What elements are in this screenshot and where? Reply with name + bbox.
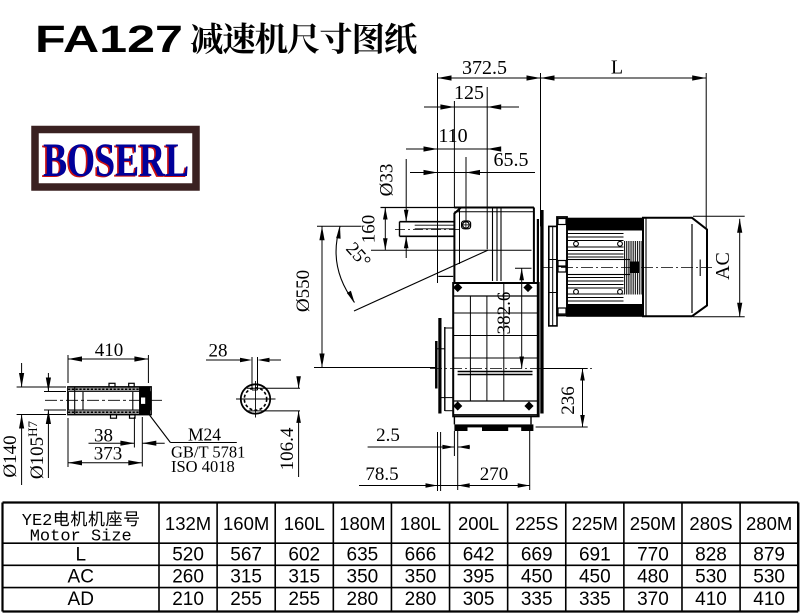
svg-text:Ø550: Ø550 [293, 270, 314, 312]
svg-text:65.5: 65.5 [494, 149, 529, 171]
svg-text:642: 642 [463, 545, 495, 566]
svg-text:530: 530 [695, 567, 727, 588]
svg-text:280: 280 [347, 589, 379, 610]
svg-text:L: L [75, 545, 86, 566]
svg-text:AD: AD [68, 589, 94, 610]
svg-text:315: 315 [288, 567, 320, 588]
svg-text:Ø140: Ø140 [0, 435, 21, 477]
svg-text:Motor Size: Motor Size [30, 528, 132, 547]
svg-text:280M: 280M [746, 513, 792, 534]
svg-text:180L: 180L [400, 513, 441, 534]
svg-text:AC: AC [68, 567, 94, 588]
svg-text:410: 410 [695, 589, 727, 610]
svg-text:370: 370 [637, 589, 669, 610]
svg-text:770: 770 [637, 545, 669, 566]
svg-text:38: 38 [94, 426, 113, 447]
svg-text:280: 280 [405, 589, 437, 610]
svg-text:BOSERL: BOSERL [42, 135, 188, 188]
svg-text:255: 255 [230, 589, 262, 610]
svg-text:305: 305 [463, 589, 495, 610]
svg-text:270: 270 [480, 464, 509, 485]
svg-text:2.5: 2.5 [376, 425, 400, 446]
svg-text:635: 635 [347, 545, 379, 566]
svg-text:450: 450 [521, 567, 553, 588]
svg-text:255: 255 [288, 589, 320, 610]
svg-text:225M: 225M [572, 513, 618, 534]
svg-text:350: 350 [347, 567, 379, 588]
svg-text:110: 110 [438, 125, 467, 147]
svg-text:666: 666 [405, 545, 437, 566]
svg-text:250M: 250M [630, 513, 676, 534]
svg-text:FA127: FA127 [35, 19, 183, 61]
svg-text:280S: 280S [689, 513, 732, 534]
svg-text:M24: M24 [188, 425, 221, 445]
svg-text:180M: 180M [339, 513, 385, 534]
svg-text:L: L [611, 57, 623, 79]
svg-text:YE2: YE2 [22, 512, 53, 531]
svg-text:106.4: 106.4 [277, 427, 298, 470]
svg-text:160M: 160M [223, 513, 269, 534]
svg-text:28: 28 [209, 341, 228, 362]
svg-text:125: 125 [454, 82, 484, 104]
svg-text:335: 335 [521, 589, 553, 610]
svg-text:410: 410 [95, 340, 124, 361]
svg-text:78.5: 78.5 [365, 464, 398, 485]
svg-text:BOSERL: BOSERL [43, 134, 189, 187]
svg-text:132M: 132M [165, 513, 211, 534]
svg-text:236: 236 [558, 386, 579, 415]
svg-text:350: 350 [405, 567, 437, 588]
svg-text:GB/T 5781: GB/T 5781 [171, 442, 245, 461]
svg-text:410: 410 [753, 589, 785, 610]
svg-text:520: 520 [172, 545, 204, 566]
svg-text:828: 828 [695, 545, 727, 566]
svg-text:567: 567 [230, 545, 262, 566]
svg-text:200L: 200L [458, 513, 499, 534]
svg-text:160L: 160L [284, 513, 325, 534]
svg-text:373: 373 [94, 444, 123, 465]
svg-text:210: 210 [172, 589, 204, 610]
svg-text:225S: 225S [515, 513, 558, 534]
svg-text:382.6: 382.6 [494, 292, 515, 335]
svg-text:Ø33: Ø33 [377, 164, 398, 197]
svg-text:691: 691 [579, 545, 611, 566]
svg-text:160: 160 [359, 215, 380, 244]
svg-text:AC: AC [712, 252, 734, 280]
svg-text:335: 335 [579, 589, 611, 610]
svg-text:602: 602 [288, 545, 320, 566]
svg-text:395: 395 [463, 567, 495, 588]
svg-text:530: 530 [753, 567, 785, 588]
svg-text:ISO 4018: ISO 4018 [171, 457, 235, 476]
svg-text:450: 450 [579, 567, 611, 588]
svg-text:879: 879 [753, 545, 785, 566]
svg-text:315: 315 [230, 567, 262, 588]
svg-text:480: 480 [637, 567, 669, 588]
svg-text:372.5: 372.5 [462, 57, 507, 79]
svg-text:669: 669 [521, 545, 553, 566]
svg-text:260: 260 [172, 567, 204, 588]
